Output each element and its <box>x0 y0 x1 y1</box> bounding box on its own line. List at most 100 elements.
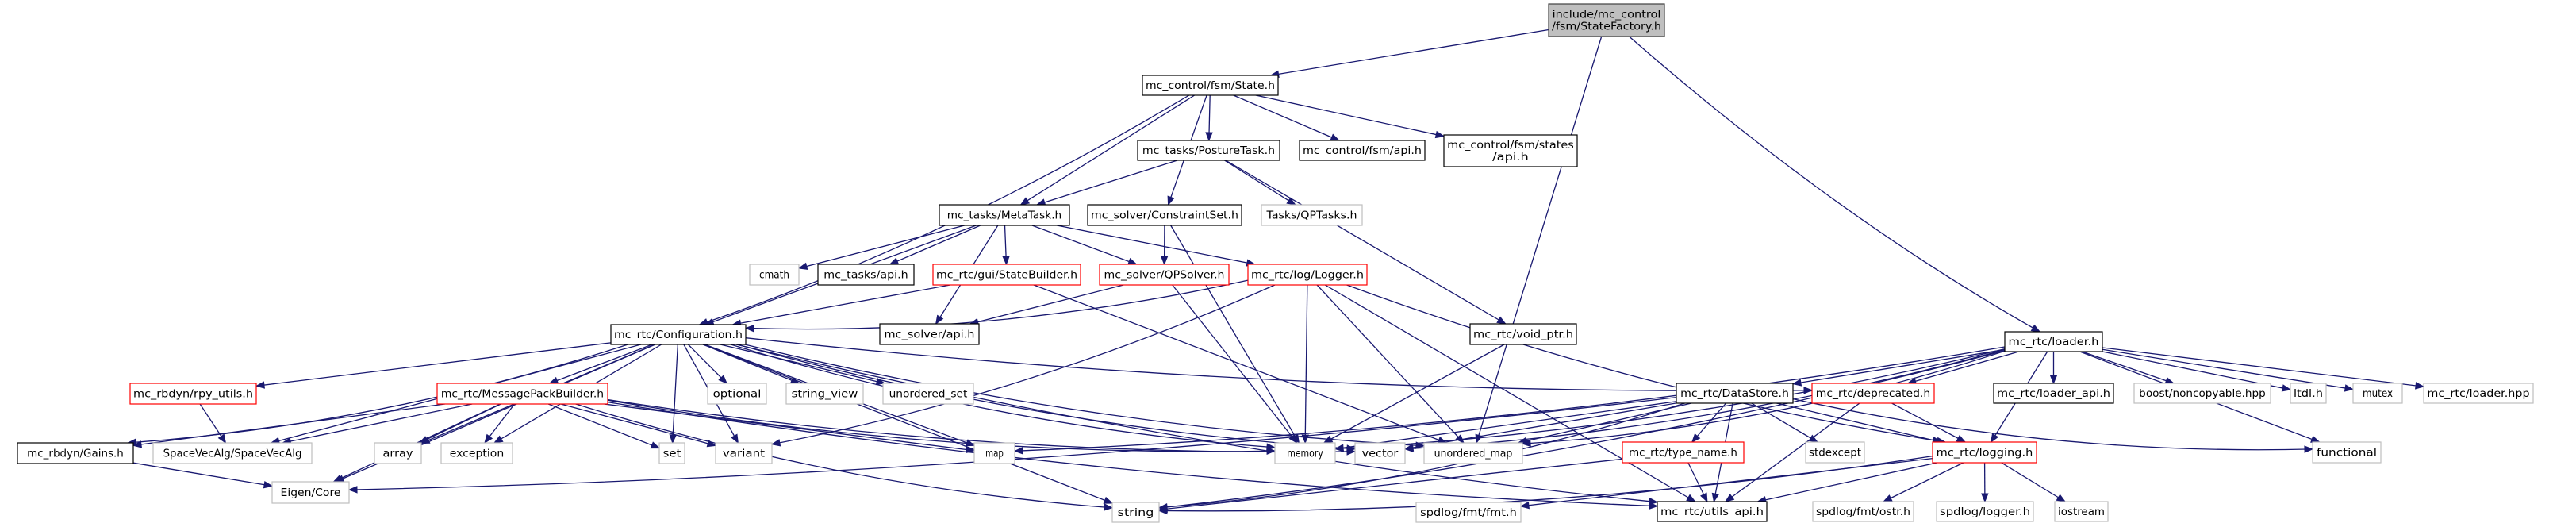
edge-line <box>1334 348 2006 449</box>
node-box <box>1936 501 2034 522</box>
node-loaderhpp: mc_rtc/loader.hpp <box>2423 383 2534 404</box>
node-box <box>2312 441 2382 464</box>
node-exception: exception <box>440 442 513 464</box>
edge-msgpack-to-string <box>575 403 1114 511</box>
arrowhead-icon <box>770 439 781 447</box>
node-stringview: string_view <box>785 383 864 405</box>
node-label: mc_rtc/loader_api.h <box>1997 388 2110 400</box>
arrowhead-icon <box>2056 494 2067 502</box>
node-solverapi[interactable]: mc_solver/api.h <box>879 323 980 345</box>
node-label: mc_rtc/gui/StateBuilder.h <box>936 270 1077 282</box>
node-box <box>2423 383 2534 404</box>
edge-line <box>1323 344 1505 444</box>
node-label: include/mc_control <box>1553 10 1661 21</box>
node-label: vector <box>1362 448 1399 460</box>
edge-line <box>1776 402 1941 443</box>
node-label: unordered_set <box>889 389 968 401</box>
node-label: optional <box>713 389 762 401</box>
node-msgpack[interactable]: mc_rtc/MessagePackBuilder.h <box>436 383 608 405</box>
arrowhead-icon <box>347 486 358 494</box>
arrowhead-icon <box>2281 384 2292 392</box>
node-statebuilder[interactable]: mc_rtc/gui/StateBuilder.h <box>932 264 1081 286</box>
arrowhead-icon <box>2415 382 2425 390</box>
node-box <box>1111 502 1160 523</box>
node-tasksapi[interactable]: mc_tasks/api.h <box>817 264 915 286</box>
arrowhead-icon <box>1791 379 1802 387</box>
edge-line <box>1020 94 1196 206</box>
node-logging[interactable]: mc_rtc/logging.h <box>1932 441 2037 464</box>
node-voidptr[interactable]: mc_rtc/void_ptr.h <box>1469 323 1577 345</box>
node-box <box>1137 140 1280 161</box>
node-unorderedmap: unordered_map <box>1423 442 1523 464</box>
node-metatask[interactable]: mc_tasks/MetaTask.h <box>939 204 1070 226</box>
node-state[interactable]: mc_control/fsm/State.h <box>1142 75 1279 96</box>
node-utilsapi[interactable]: mc_rtc/utils_api.h <box>1657 501 1768 522</box>
arrowhead-icon <box>1127 257 1138 265</box>
edge-line <box>771 284 1276 445</box>
edge-logging-to-ostr <box>1882 462 1964 502</box>
node-configuration[interactable]: mc_rtc/Configuration.h <box>610 324 747 345</box>
node-label: exception <box>450 448 504 460</box>
edge-line <box>889 225 981 265</box>
node-label: functional <box>2317 448 2377 460</box>
edge-line <box>1158 458 1623 510</box>
arrowhead-icon <box>2030 324 2041 333</box>
node-box <box>2290 383 2327 404</box>
node-stdexcept: stdexcept <box>1805 441 1865 464</box>
arrowhead-icon <box>2304 445 2314 453</box>
node-statesapi[interactable]: mc_control/fsm/states/api.h <box>1443 134 1578 167</box>
node-qpsolver[interactable]: mc_solver/QPSolver.h <box>1099 264 1230 286</box>
edge-line <box>1031 225 1137 265</box>
node-box <box>1811 383 1935 404</box>
node-root[interactable]: include/mc_control/fsm/StateFactory.h <box>1548 3 1665 37</box>
node-ltdl: ltdl.h <box>2290 383 2327 404</box>
edge-line <box>745 279 1249 330</box>
node-posture[interactable]: mc_tasks/PostureTask.h <box>1137 140 1280 161</box>
node-loaderapi[interactable]: mc_rtc/loader_api.h <box>1993 383 2114 404</box>
edge-line <box>702 344 800 384</box>
arrowhead-icon <box>1167 195 1175 206</box>
arrowhead-icon <box>1205 132 1213 142</box>
node-label: mc_rbdyn/Gains.h <box>27 448 124 460</box>
arrowhead-icon <box>650 441 661 449</box>
edge-line <box>1170 225 1300 444</box>
arrowhead-icon <box>263 481 274 489</box>
node-map: map <box>973 442 1015 464</box>
edge-configuration-to-msgpack <box>548 344 653 384</box>
edge-line <box>2102 347 2424 387</box>
edge-deprecated-to-utilsapi <box>1724 402 1860 502</box>
node-deprecated[interactable]: mc_rtc/deprecated.h <box>1811 383 1935 404</box>
node-loader[interactable]: mc_rtc/loader.h <box>2004 331 2103 352</box>
arrowhead-icon <box>1019 197 1031 206</box>
node-label: mc_rtc/utils_api.h <box>1660 506 1764 518</box>
node-label: mc_control/fsm/api.h <box>1303 145 1422 157</box>
edge-statebuilder-to-configuration <box>731 284 950 327</box>
node-typename[interactable]: mc_rtc/type_name.h <box>1622 441 1745 464</box>
node-rpyutils[interactable]: mc_rbdyn/rpy_utils.h <box>129 383 257 405</box>
node-logger[interactable]: mc_rtc/log/Logger.h <box>1247 264 1368 286</box>
arrowhead-icon <box>1700 492 1708 503</box>
node-box <box>1299 140 1426 161</box>
node-unorderedset: unordered_set <box>882 383 974 405</box>
node-fsmapi[interactable]: mc_control/fsm/api.h <box>1299 140 1426 161</box>
node-box <box>1657 501 1768 522</box>
edge-logger-to-variant <box>770 284 1276 447</box>
node-datastore[interactable]: mc_rtc/DataStore.h <box>1676 383 1794 404</box>
node-box <box>1142 75 1279 96</box>
edge-line <box>1057 225 1255 265</box>
arrowhead-icon <box>1403 444 1415 452</box>
node-constraintset[interactable]: mc_solver/ConstraintSet.h <box>1087 204 1242 226</box>
edge-state-to-posture <box>1205 94 1213 142</box>
edge-datastore-to-typename <box>1691 402 1727 444</box>
node-qptasks: Tasks/QPTasks.h <box>1261 204 1363 226</box>
node-label: mc_rtc/loader.h <box>2009 337 2099 348</box>
node-spdlogger: spdlog/logger.h <box>1936 501 2034 522</box>
edge-line <box>1883 462 1964 502</box>
edge-line <box>1172 284 1298 444</box>
edge-line <box>132 403 445 446</box>
arrowhead-icon <box>255 381 265 389</box>
edge-line <box>736 344 1356 450</box>
arrowhead-icon <box>2164 377 2175 385</box>
arrowhead-icon <box>1157 506 1168 515</box>
node-gains[interactable]: mc_rbdyn/Gains.h <box>17 442 134 464</box>
